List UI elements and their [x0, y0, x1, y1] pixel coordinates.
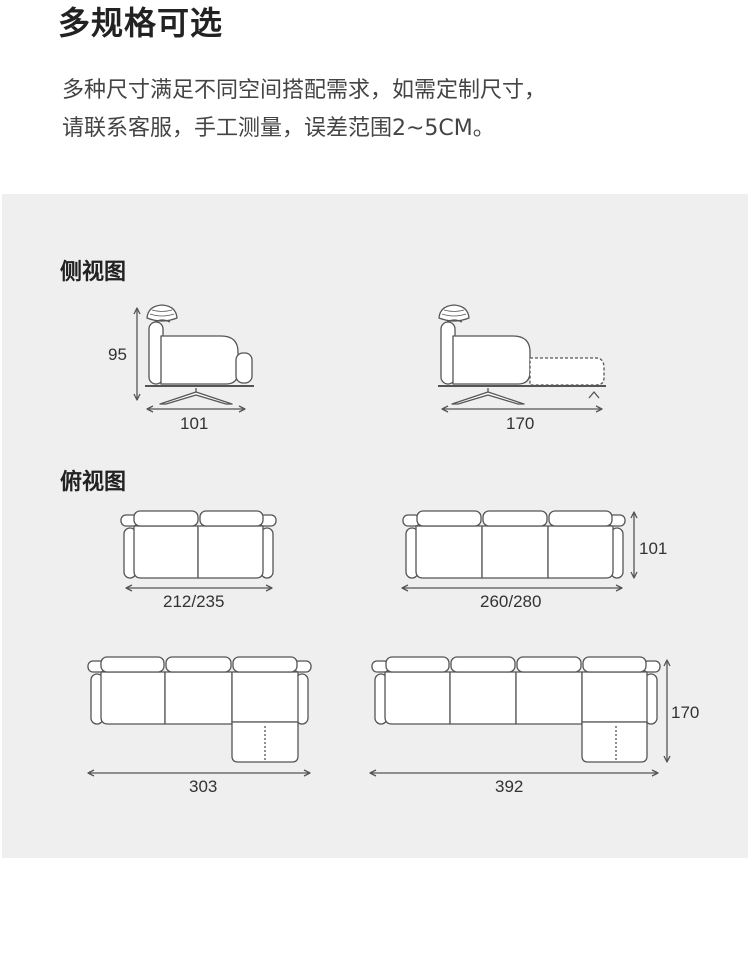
description-line-1: 多种尺寸满足不同空间搭配需求，如需定制尺寸， — [62, 78, 547, 103]
two-seat-width-label: 212/235 — [163, 592, 225, 611]
top-view-chaise-three — [87, 656, 312, 777]
depth-label: 101 — [639, 539, 668, 558]
description-line-2: 请联系客服，手工测量，误差范围2~5CM。 — [62, 116, 495, 141]
chaise-four-width-label: 392 — [495, 777, 524, 796]
top-view-chaise-four — [369, 656, 671, 777]
side-view-heading: 侧视图 — [60, 260, 127, 285]
description: 多种尺寸满足不同空间搭配需求，如需定制尺寸， 请联系客服，手工测量，误差范围2~… — [62, 72, 702, 148]
top-view-two-seat — [120, 510, 277, 592]
three-seat-width-label: 260/280 — [480, 592, 542, 611]
side-height-label: 95 — [108, 345, 127, 364]
side-width-standard-label: 101 — [180, 414, 209, 433]
side-view-standard — [133, 304, 254, 413]
top-view-three-seat — [401, 510, 638, 592]
top-view-heading: 俯视图 — [60, 470, 127, 495]
side-width-extended-label: 170 — [506, 414, 535, 433]
page-title: 多规格可选 — [58, 4, 224, 42]
chaise-depth-label: 170 — [671, 703, 700, 722]
side-view-extended — [438, 304, 606, 413]
chaise-three-width-label: 303 — [189, 777, 218, 796]
